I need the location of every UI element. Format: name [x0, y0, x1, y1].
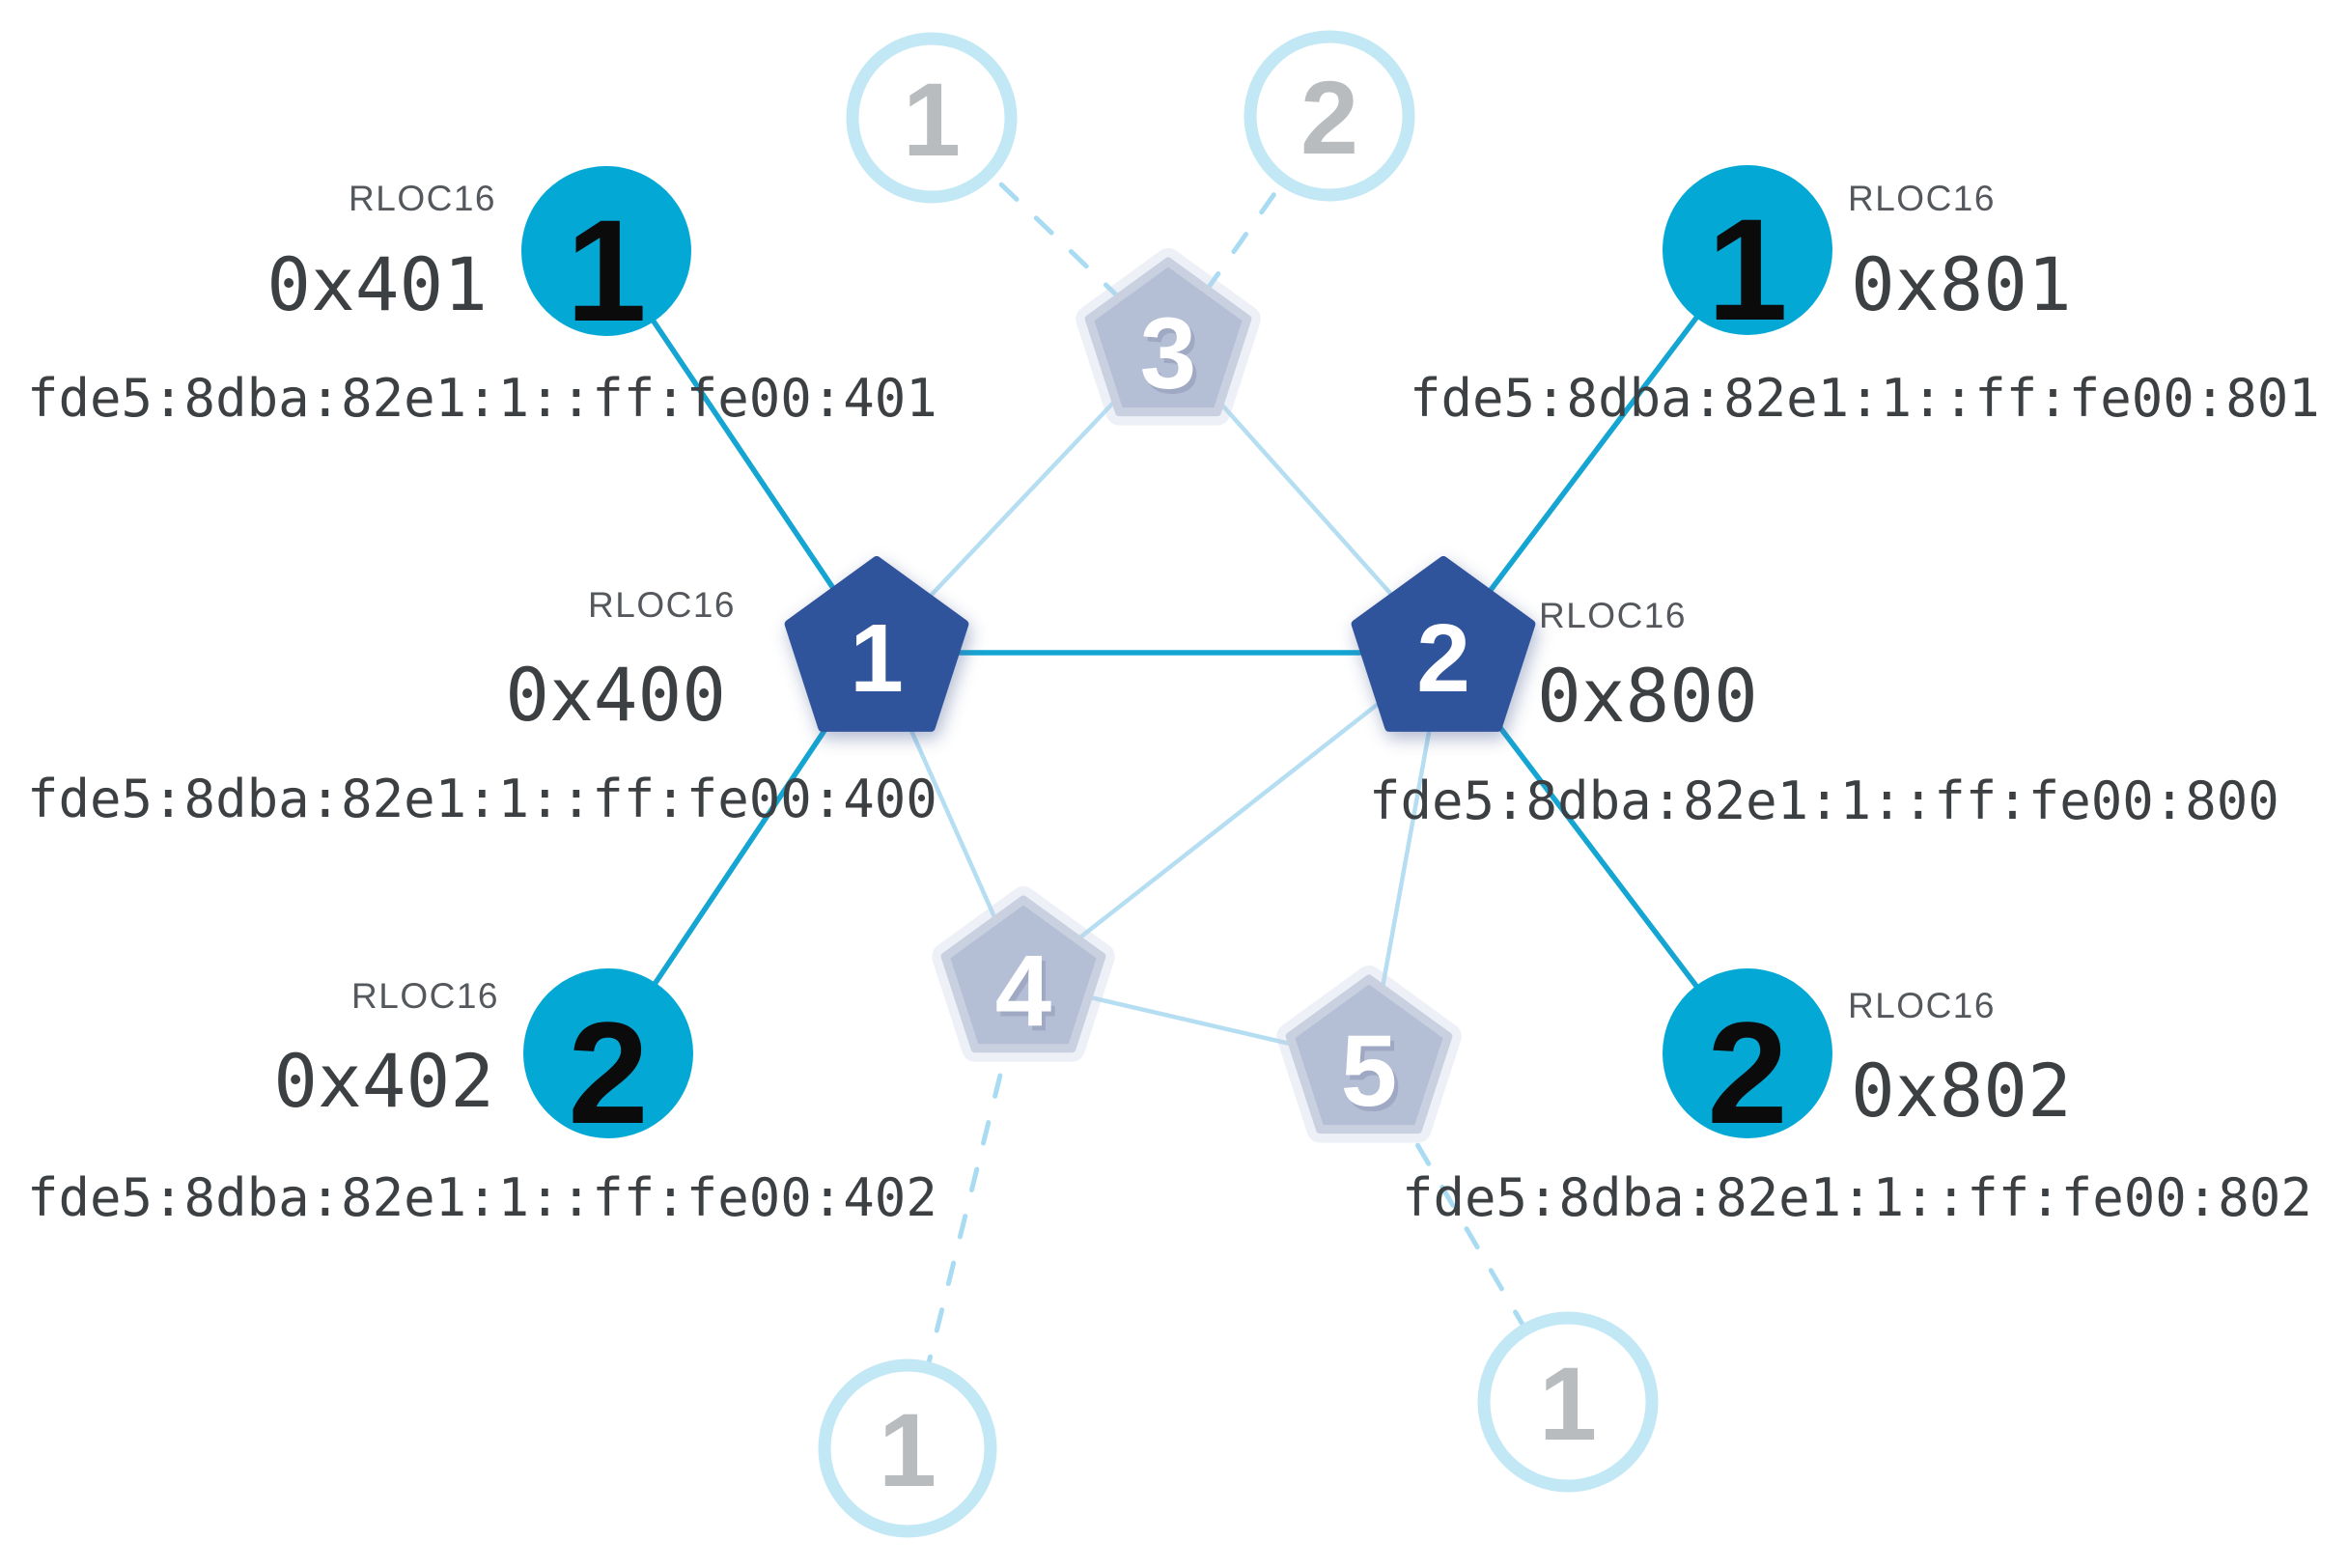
- router-5-node: 5 5: [1276, 966, 1462, 1143]
- end-device-faded-bottom-right-node: 1: [1477, 1311, 1659, 1493]
- end-device-faded-bottom-right-circle-icon: [1477, 1311, 1659, 1493]
- router-5-pentagon-icon: [1285, 974, 1453, 1134]
- end-device-801-rloc16: 0x801: [1851, 241, 2072, 327]
- end-device-401-number: 1: [566, 189, 646, 351]
- end-device-faded-top-left-number: 1: [903, 61, 961, 178]
- link-router2-router4: [1021, 651, 1445, 984]
- end-device-faded-bottom-left-node: 1: [818, 1358, 997, 1538]
- end-device-401-rloc-label: RLOC16: [349, 179, 496, 218]
- end-device-402-ipv6: fde5:8dba:82e1:1::ff:fe00:402: [27, 1167, 937, 1228]
- router-3-number: 3: [1140, 297, 1196, 410]
- router-3-node: 3 3: [1076, 248, 1261, 426]
- end-device-801-rloc-label: RLOC16: [1848, 179, 1996, 218]
- router-1-pentagon-icon: [784, 556, 969, 732]
- router-1-node: 1: [784, 556, 969, 732]
- router-1-rloc-label: RLOC16: [588, 585, 736, 625]
- router-3-pentagon-icon: [1084, 257, 1252, 417]
- end-device-faded-bottom-right-number: 1: [1539, 1345, 1597, 1462]
- router-2-node: 2: [1351, 556, 1536, 732]
- router-4-pentagon-icon: [940, 895, 1106, 1053]
- end-device-801-circle-icon: [1663, 165, 1832, 335]
- end-device-401-circle-icon: [521, 166, 691, 336]
- end-device-402-number: 2: [568, 992, 648, 1154]
- end-device-faded-bottom-left-circle-icon: [818, 1358, 997, 1538]
- router-1-number: 1: [850, 604, 904, 713]
- router-1-ipv6: fde5:8dba:82e1:1::ff:fe00:400: [27, 769, 937, 829]
- end-device-faded-top-right-number: 2: [1300, 59, 1358, 176]
- router-2-pentagon-icon: [1351, 556, 1536, 732]
- end-device-faded-top-left-circle-icon: [846, 32, 1018, 204]
- end-device-401-ipv6: fde5:8dba:82e1:1::ff:fe00:401: [27, 368, 937, 429]
- router-5-number: 5: [1341, 1015, 1397, 1128]
- router-4-node: 4 4: [932, 886, 1115, 1062]
- end-device-faded-top-right-circle-icon: [1244, 30, 1415, 202]
- end-device-802-number: 2: [1707, 992, 1787, 1154]
- end-device-802-circle-icon: [1663, 968, 1832, 1138]
- end-device-401-rloc16: 0x401: [266, 241, 488, 327]
- end-device-801-node: 1: [1663, 165, 1832, 350]
- end-device-402-rloc-label: RLOC16: [351, 976, 499, 1016]
- router-1-rloc16: 0x400: [505, 652, 726, 738]
- router-4-number-shadow: 4: [999, 939, 1055, 1052]
- router-4-number: 4: [995, 935, 1051, 1048]
- end-device-faded-top-right-node: 2: [1244, 30, 1415, 202]
- labels: RLOC16 0x401 fde5:8dba:82e1:1::ff:fe00:4…: [27, 179, 2320, 1228]
- end-device-801-ipv6: fde5:8dba:82e1:1::ff:fe00:801: [1410, 368, 2320, 429]
- end-device-802-ipv6: fde5:8dba:82e1:1::ff:fe00:802: [1402, 1167, 2312, 1228]
- end-device-401-node: 1: [521, 166, 691, 351]
- end-device-faded-top-left-node: 1: [846, 32, 1018, 204]
- router-2-rloc16: 0x800: [1537, 653, 1758, 739]
- end-device-801-number: 1: [1707, 188, 1787, 350]
- end-device-402-node: 2: [523, 968, 693, 1154]
- router-2-ipv6: fde5:8dba:82e1:1::ff:fe00:800: [1369, 770, 2279, 831]
- end-device-802-rloc-label: RLOC16: [1848, 986, 1996, 1025]
- router-2-rloc-label: RLOC16: [1539, 596, 1687, 635]
- end-device-802-node: 2: [1663, 968, 1832, 1154]
- router-3-number-shadow: 3: [1144, 302, 1200, 415]
- end-device-402-circle-icon: [523, 968, 693, 1138]
- router-2-number: 2: [1416, 604, 1470, 713]
- end-device-802-rloc16: 0x802: [1851, 1048, 2072, 1134]
- end-device-faded-bottom-left-number: 1: [879, 1391, 936, 1508]
- router-5-number-shadow: 5: [1345, 1020, 1401, 1133]
- end-device-402-rloc16: 0x402: [273, 1038, 494, 1124]
